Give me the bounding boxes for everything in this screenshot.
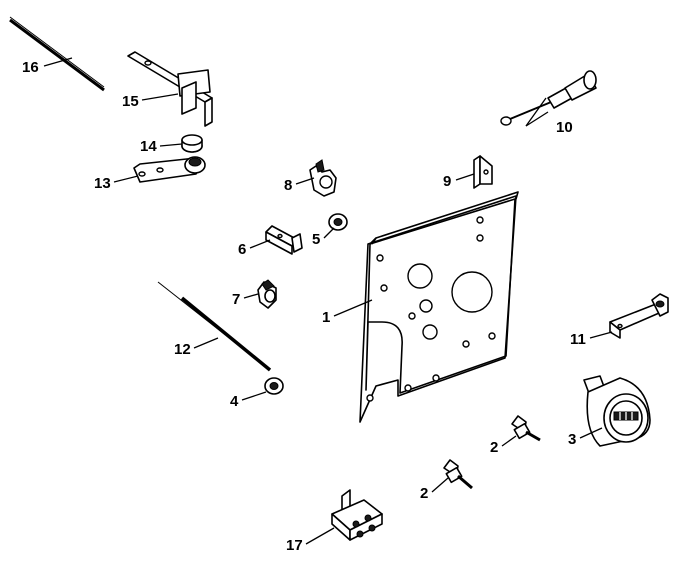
part-3-gauge <box>583 375 651 447</box>
part-17-relay <box>331 489 383 541</box>
callout-1: 1 <box>322 309 330 326</box>
part-9-bracket <box>473 155 493 189</box>
callout-3: 3 <box>568 431 576 448</box>
part-5-nut <box>328 213 348 231</box>
callout-7: 7 <box>232 291 240 308</box>
part-15-bracket <box>127 51 213 127</box>
part-10-cable-plug <box>500 70 597 126</box>
part-1-panel <box>359 191 519 423</box>
part-2-toggle-switch-lower <box>443 459 473 490</box>
part-2-toggle-switch-upper <box>511 415 541 442</box>
callout-16: 16 <box>22 59 39 76</box>
callout-6: 6 <box>238 241 246 258</box>
part-11-bracket <box>609 293 669 339</box>
part-8-clip <box>309 159 337 197</box>
callout-11: 11 <box>570 331 586 348</box>
callout-2-lower: 2 <box>420 485 428 502</box>
leader-lines <box>43 57 613 545</box>
callout-9: 9 <box>443 173 451 190</box>
part-12-rod <box>157 281 272 372</box>
callout-10: 10 <box>556 119 573 136</box>
callout-12: 12 <box>174 341 191 358</box>
part-14-spacer <box>181 134 203 153</box>
callout-8: 8 <box>284 177 292 194</box>
part-16-rod <box>9 16 105 92</box>
part-7-clamp <box>257 279 277 309</box>
callout-14: 14 <box>140 138 157 155</box>
callout-15: 15 <box>122 93 139 110</box>
callout-17: 17 <box>286 537 303 554</box>
callout-4: 4 <box>230 393 239 410</box>
part-6-angle-bracket <box>265 225 303 255</box>
part-4-nut <box>264 377 284 395</box>
callout-2-upper: 2 <box>490 439 498 456</box>
callout-labels: 16 15 14 13 8 9 10 6 5 7 1 12 4 11 3 2 2… <box>22 59 586 554</box>
callout-5: 5 <box>312 231 320 248</box>
part-13-link <box>133 156 206 183</box>
callout-13: 13 <box>94 175 111 192</box>
